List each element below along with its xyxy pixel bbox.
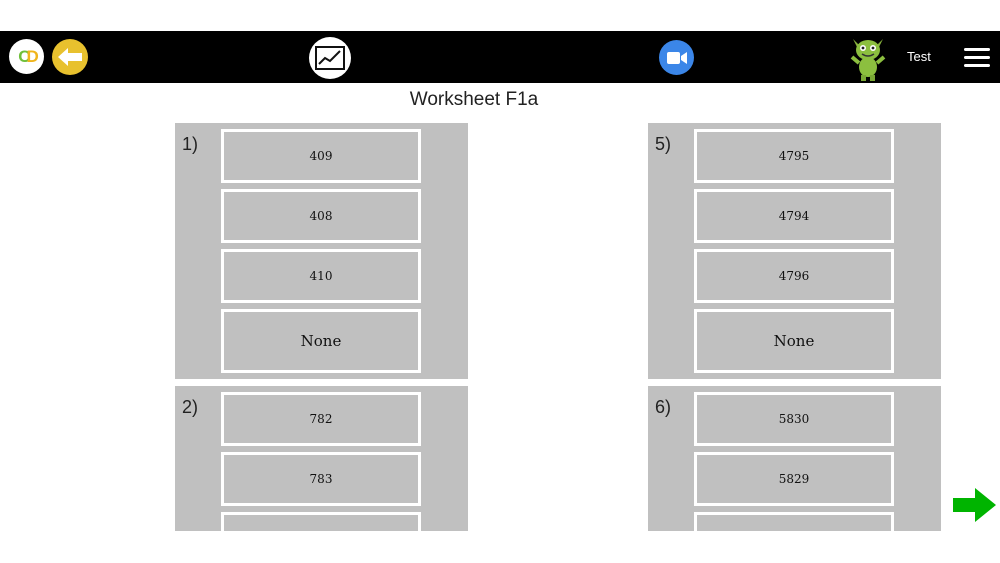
answer-option-none[interactable]: None [694,309,894,373]
answer-option[interactable]: 410 [221,249,421,303]
answer-option[interactable]: 5830 [694,392,894,446]
answer-option[interactable]: 409 [221,129,421,183]
username-label: Test [907,49,931,64]
top-bar: CD Test [0,31,1000,83]
question-card-2: 2) 782 783 [175,386,468,531]
answer-option[interactable] [221,512,421,531]
question-number: 1) [182,134,199,154]
back-arrow-icon [58,48,82,66]
question-card-1: 1) 409 408 410 None [175,123,468,379]
answer-option[interactable]: 4795 [694,129,894,183]
answer-option[interactable]: 408 [221,189,421,243]
question-number: 5) [655,134,672,154]
question-card-6: 6) 5830 5829 [648,386,941,531]
question-number: 2) [182,397,199,417]
question-card-5: 5) 4795 4794 4796 None [648,123,941,379]
chart-icon [315,46,345,70]
question-number: 6) [655,397,672,417]
page-title: Worksheet F1a [409,89,539,110]
video-call-button[interactable] [659,40,694,75]
answer-option-none[interactable]: None [221,309,421,373]
answer-option[interactable]: 783 [221,452,421,506]
monster-avatar-icon[interactable] [849,35,887,81]
answer-option[interactable]: 5829 [694,452,894,506]
video-camera-icon [666,51,687,64]
answer-option[interactable]: 782 [221,392,421,446]
answer-option[interactable]: 4796 [694,249,894,303]
chart-button[interactable] [309,37,351,79]
back-button[interactable] [52,39,88,75]
answer-option[interactable]: 4794 [694,189,894,243]
next-arrow-icon[interactable] [953,488,996,522]
answer-option[interactable] [694,512,894,531]
hamburger-menu-icon[interactable] [964,48,990,68]
logo-icon[interactable]: CD [9,39,44,74]
